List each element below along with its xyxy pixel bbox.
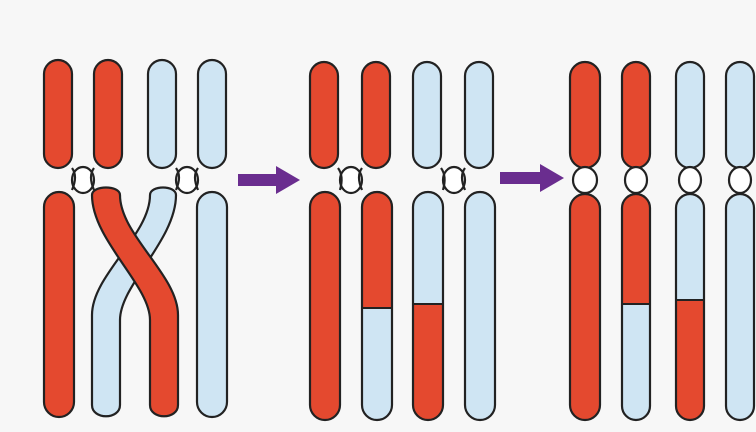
red-chromatid-1-top-arm xyxy=(44,60,72,168)
stage-exchange xyxy=(310,62,495,420)
stage-crossing-over xyxy=(44,60,227,417)
blue-chromatid-2-top-arm xyxy=(465,62,493,168)
recombinant-blue-red-chromatid xyxy=(413,191,443,420)
right-arrow-icon xyxy=(238,166,300,194)
blue-chromatid-1-top-arm xyxy=(413,62,441,168)
red-chromatid-1-top-arm xyxy=(310,62,338,168)
red-chromatid-2-top-arm xyxy=(94,60,122,168)
red-chromatid-1-bottom-arm xyxy=(44,192,74,417)
red-chromatid-2-top-arm xyxy=(362,62,390,168)
recombinant-blue-red-chromatid xyxy=(676,62,704,420)
blue-chromatid-2-top-arm xyxy=(198,60,226,168)
red-chromatid xyxy=(570,62,600,420)
recombinant-red-blue-chromatid xyxy=(362,191,392,420)
blue-chromatid xyxy=(726,62,754,420)
right-arrow-icon xyxy=(500,164,564,192)
red-chromatid-1-bottom-arm xyxy=(310,192,340,420)
blue-chromatid-1-top-arm xyxy=(148,60,176,168)
stage-separated-chromatids xyxy=(570,62,754,420)
blue-chromatid-2-bottom-arm xyxy=(465,192,495,420)
blue-chromatid-2-bottom-arm xyxy=(197,192,227,417)
recombinant-red-blue-chromatid xyxy=(622,62,650,420)
